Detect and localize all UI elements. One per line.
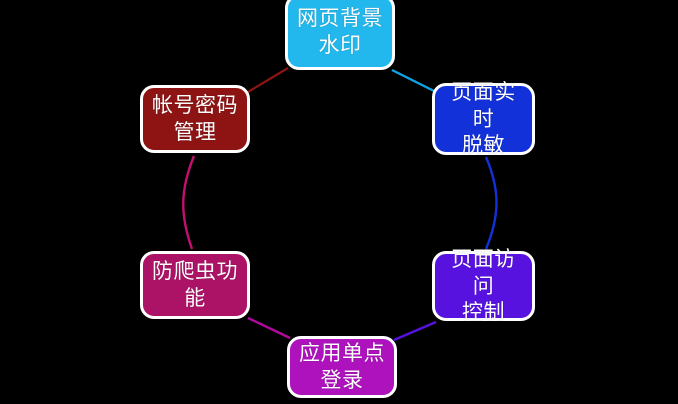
node-anti-crawler-function[interactable]: 防爬虫功 能 — [140, 251, 250, 319]
connector-sso-to-anti-crawler — [247, 316, 291, 340]
node-page-access-control[interactable]: 页面访问 控制 — [432, 247, 535, 324]
node-application-single-sign-on[interactable]: 应用单点 登录 — [287, 336, 397, 398]
node-label: 帐号密码 管理 — [152, 93, 238, 144]
connector-watermark-to-masking — [391, 69, 437, 93]
node-account-password-management[interactable]: 帐号密码 管理 — [140, 85, 250, 153]
node-page-realtime-masking[interactable]: 页面实时 脱敏 — [432, 80, 535, 157]
connector-account-to-watermark — [247, 67, 289, 93]
connector-access-control-to-sso — [393, 320, 437, 342]
node-label: 页面访问 控制 — [451, 246, 516, 325]
node-label: 网页背景 水印 — [297, 6, 383, 57]
node-label: 页面实时 脱敏 — [451, 79, 516, 158]
node-label: 应用单点 登录 — [299, 341, 385, 392]
connector-anti-crawler-to-account — [182, 155, 196, 250]
connector-masking-to-access-control — [484, 156, 498, 250]
node-label: 防爬虫功 能 — [152, 259, 238, 310]
node-web-page-background-watermark[interactable]: 网页背景 水印 — [285, 0, 395, 70]
